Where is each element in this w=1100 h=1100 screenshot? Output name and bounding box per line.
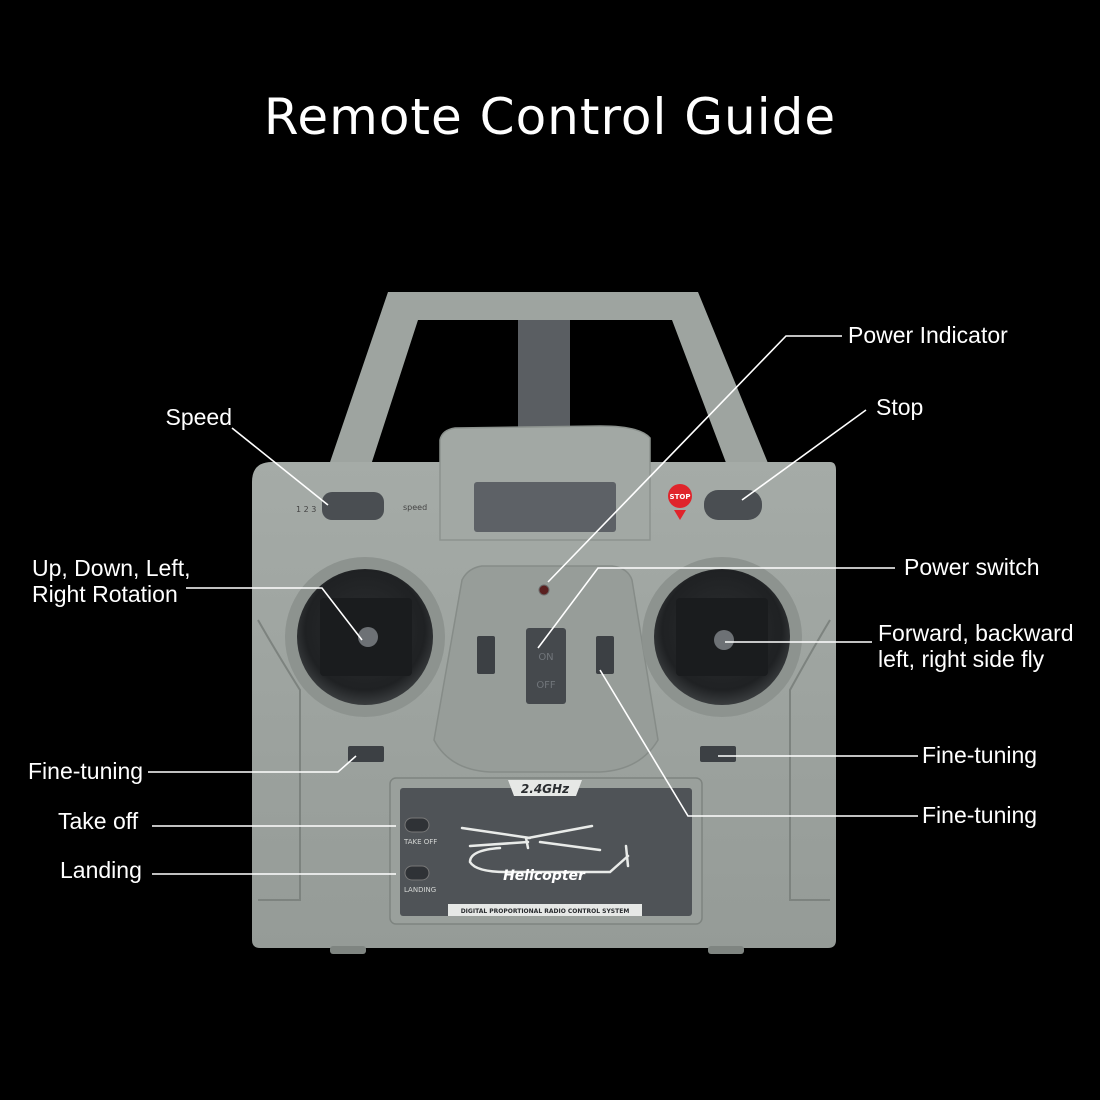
right-grip-contour xyxy=(789,619,831,901)
label-forward-backward: Forward, backward left, right side fly xyxy=(878,620,1074,672)
right-foot xyxy=(708,946,744,954)
label-power-indicator: Power Indicator xyxy=(848,322,1008,348)
label-landing: Landing xyxy=(60,857,142,883)
antenna xyxy=(518,302,570,430)
left-grip-contour xyxy=(257,619,301,901)
take-off-button-text: TAKE OFF xyxy=(403,838,437,846)
speed-switch[interactable] xyxy=(322,492,384,520)
right-horizontal-trim[interactable] xyxy=(700,746,736,762)
speed-gear-icons: 1 2 3 xyxy=(296,505,316,514)
system-text: DIGITAL PROPORTIONAL RADIO CONTROL SYSTE… xyxy=(461,908,630,915)
take-off-button[interactable] xyxy=(404,817,430,833)
right-vertical-trim[interactable] xyxy=(596,636,614,674)
stop-button[interactable] xyxy=(704,490,762,520)
power-indicator-led xyxy=(538,584,550,596)
leader-stop xyxy=(741,409,867,501)
leader-power-switch xyxy=(537,567,895,649)
freq-badge-shape xyxy=(508,780,582,796)
label-take-off: Take off xyxy=(58,808,139,834)
left-horizontal-trim[interactable] xyxy=(348,746,384,762)
speed-switch-label: speed xyxy=(403,503,427,512)
page-title: Remote Control Guide xyxy=(263,88,837,146)
label-fine-tuning-right-top: Fine-tuning xyxy=(922,742,1038,768)
power-switch[interactable] xyxy=(526,628,566,704)
display-window xyxy=(474,482,616,532)
stop-arrow-icon xyxy=(674,510,686,520)
leader-speed xyxy=(231,427,329,506)
leader-fine-tuning-left xyxy=(148,755,357,773)
left-foot xyxy=(330,946,366,954)
helicopter-icon xyxy=(460,824,630,874)
label-stop: Stop xyxy=(876,394,924,420)
left-vertical-trim[interactable] xyxy=(477,636,495,674)
right-stick[interactable] xyxy=(714,630,734,650)
leader-fine-tuning-right-bottom xyxy=(599,669,918,817)
leader-up-down xyxy=(186,587,363,641)
label-fine-tuning-left: Fine-tuning xyxy=(28,758,144,784)
landing-button-text: LANDING xyxy=(404,886,436,894)
label-up-down-rotation: Up, Down, Left, Right Rotation xyxy=(32,555,191,607)
left-stick[interactable] xyxy=(358,627,378,647)
system-strip xyxy=(448,904,642,916)
label-power-switch: Power switch xyxy=(904,554,1040,580)
label-speed: Speed xyxy=(165,404,232,430)
leader-power-indicator xyxy=(547,335,842,583)
label-fine-tuning-right-bottom: Fine-tuning xyxy=(922,802,1038,828)
switch-off-label: OFF xyxy=(536,680,556,691)
bottom-panel xyxy=(400,788,692,916)
switch-on-label: ON xyxy=(538,652,553,663)
stop-badge-text: STOP xyxy=(670,493,691,501)
carry-handle xyxy=(328,292,770,468)
freq-badge: 2.4GHz xyxy=(521,782,570,796)
brand-text: Helicopter xyxy=(503,868,586,884)
stop-badge-icon xyxy=(668,484,692,508)
landing-button[interactable] xyxy=(404,865,430,881)
